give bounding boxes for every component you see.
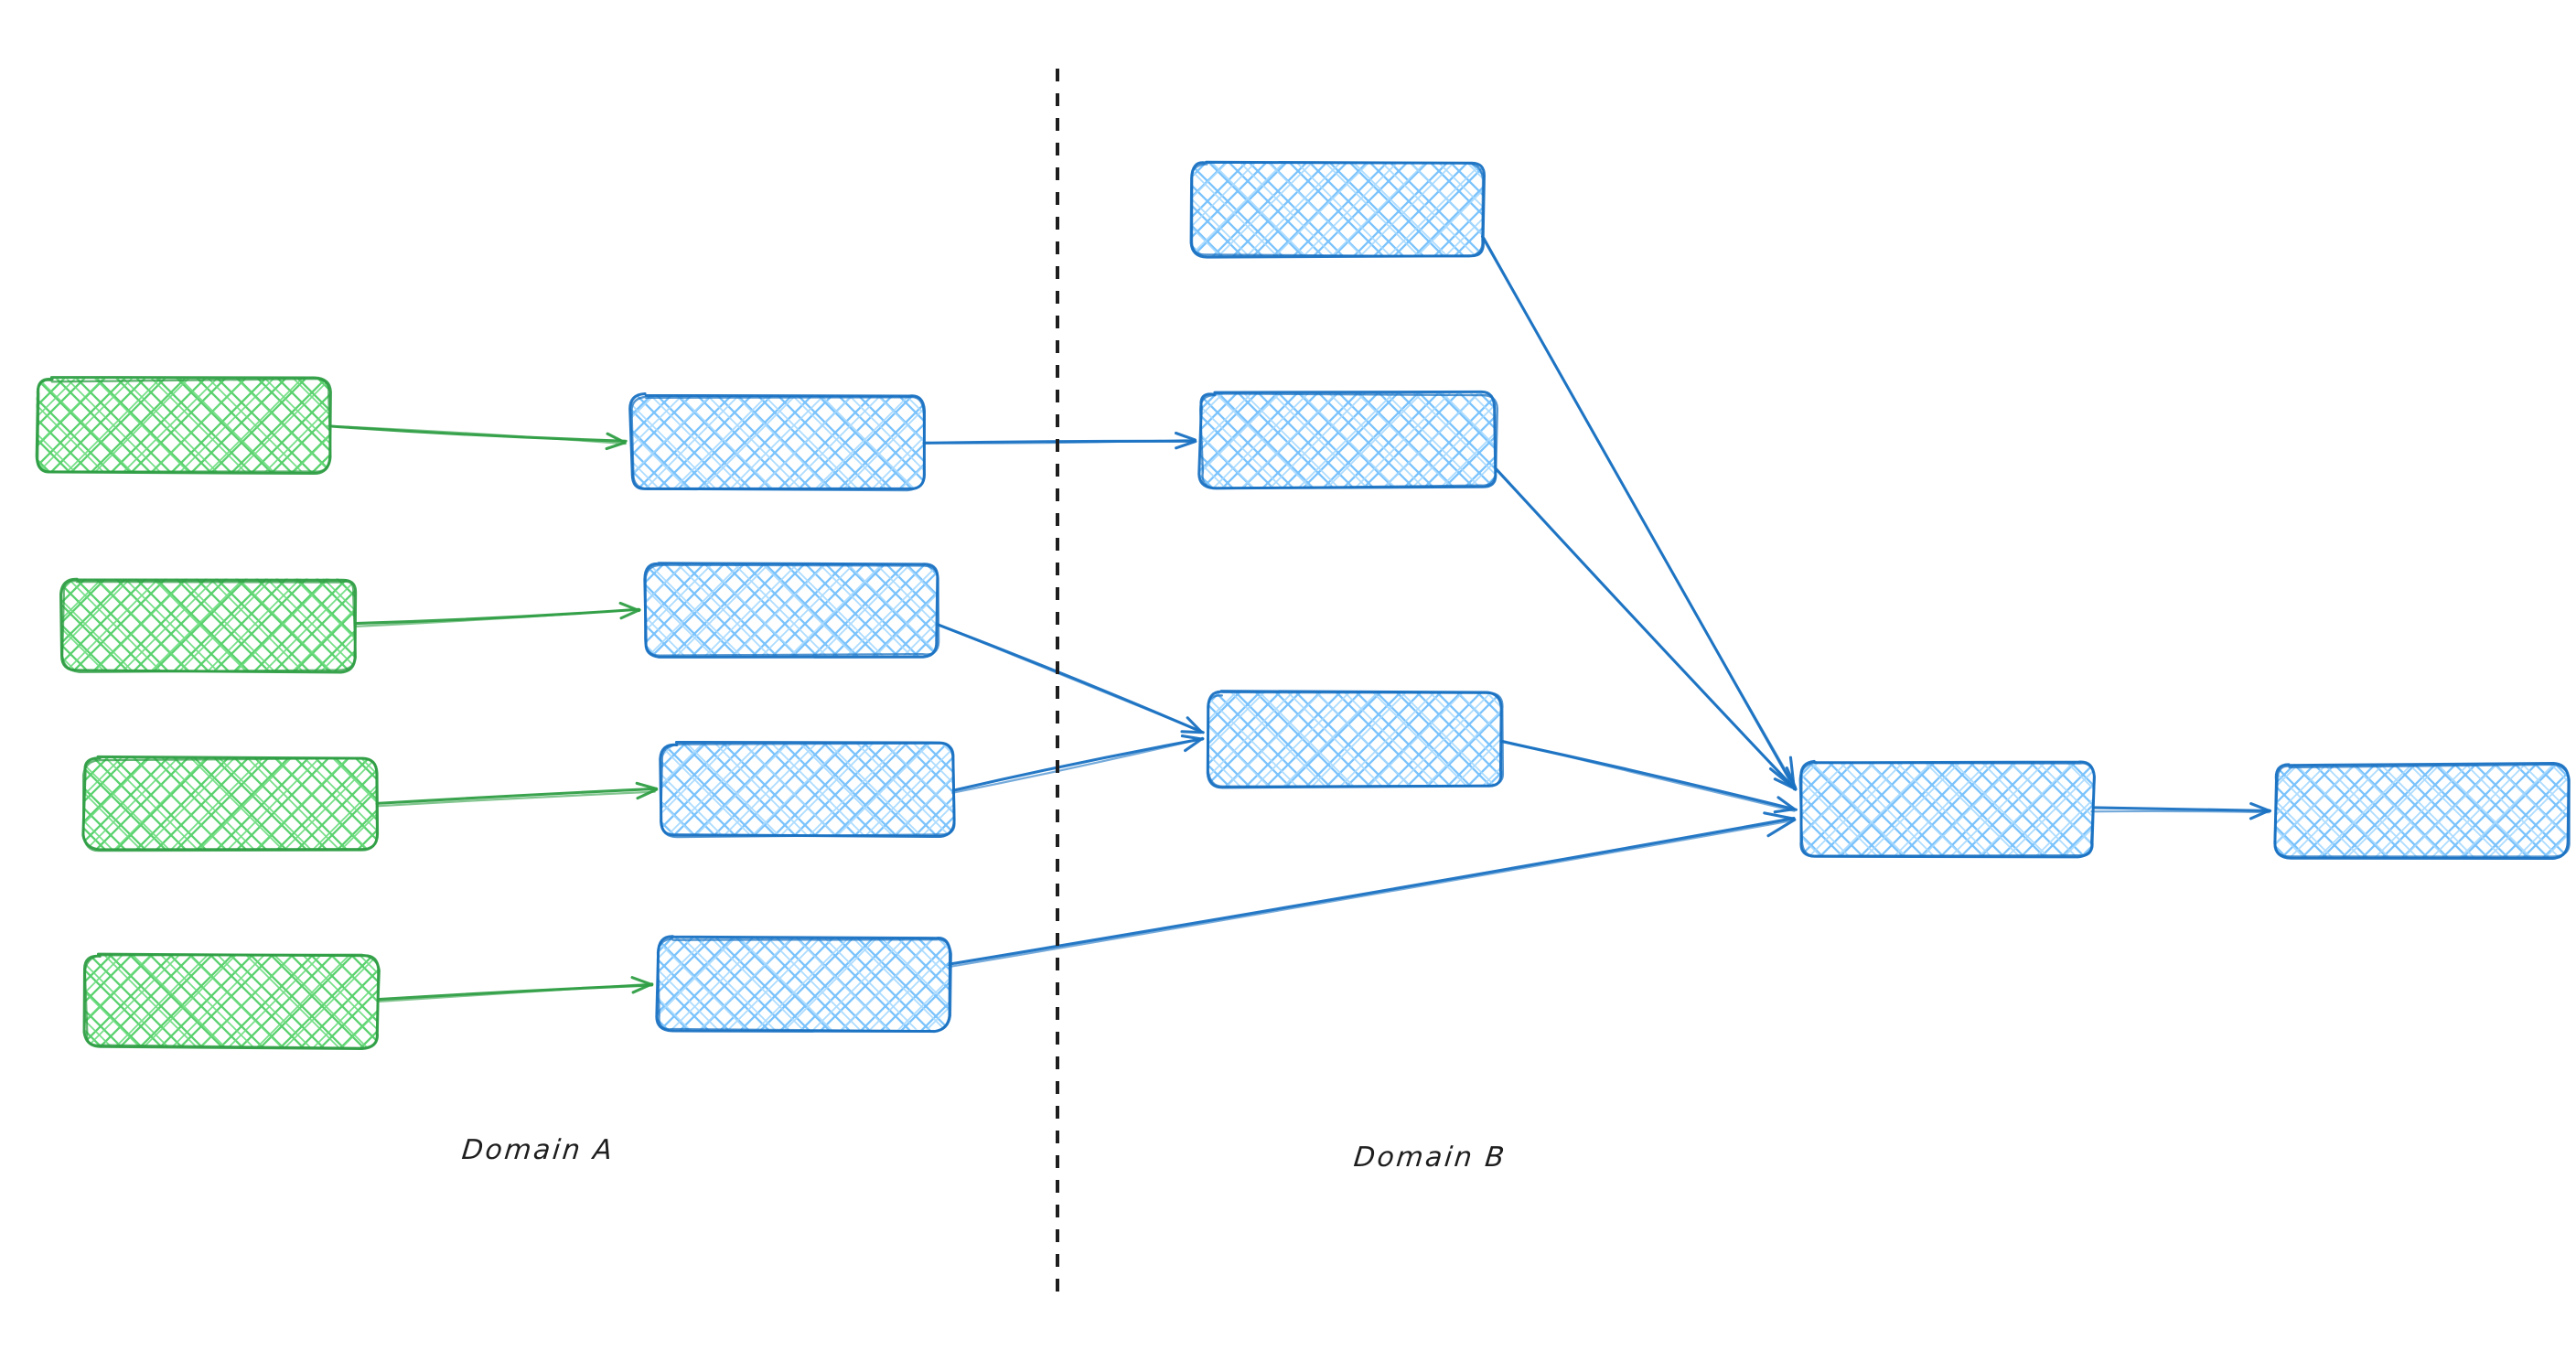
node-a4[interactable] <box>82 952 381 1051</box>
edge-e-a2-b2 <box>353 601 641 627</box>
node-c2[interactable] <box>1197 390 1499 490</box>
edge-e-b2-c3 <box>935 622 1205 734</box>
edge-e-b1-c2 <box>922 431 1197 450</box>
node-b1[interactable] <box>628 391 926 492</box>
node-e1[interactable] <box>2273 762 2571 860</box>
node-a3[interactable] <box>81 755 380 852</box>
node-a1[interactable] <box>35 376 332 476</box>
node-b3[interactable] <box>659 740 956 839</box>
node-c3[interactable] <box>1206 690 1505 789</box>
edge-e-b3-c3 <box>950 734 1205 794</box>
edge-e-a1-b1 <box>327 424 628 451</box>
node-b4[interactable] <box>655 935 953 1034</box>
node-b2[interactable] <box>643 562 940 659</box>
edges-layer <box>327 234 2272 1003</box>
edge-e-c3-d1 <box>1499 739 1798 814</box>
domain-b-label: Domain B <box>1352 1142 1508 1174</box>
edge-e-a3-b3 <box>375 781 659 808</box>
nodes-layer <box>35 160 2571 1051</box>
edge-e-c1-d1 <box>1480 234 1798 791</box>
edge-e-a4-b4 <box>377 976 654 1003</box>
node-a2[interactable] <box>59 577 358 674</box>
domain-a-label: Domain A <box>460 1134 617 1166</box>
edge-e-b4-d1 <box>946 811 1797 968</box>
node-d1[interactable] <box>1798 759 2096 859</box>
edge-e-c2-d1 <box>1493 465 1798 791</box>
edge-e-d1-e1 <box>2090 802 2272 820</box>
node-c1[interactable] <box>1189 160 1486 259</box>
